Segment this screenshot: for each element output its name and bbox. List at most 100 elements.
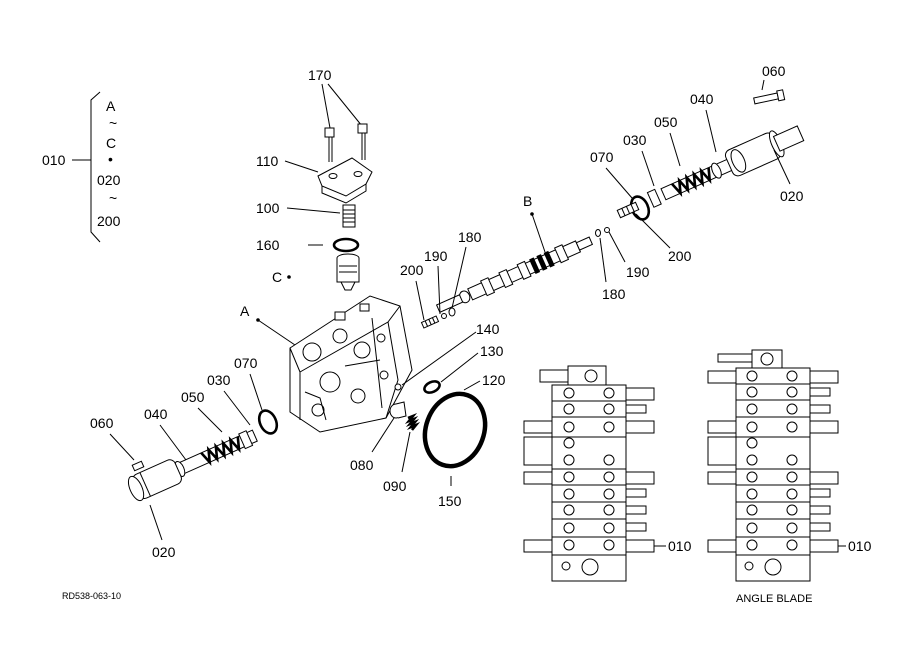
spring-090: [404, 412, 421, 431]
leader-040-left: [159, 424, 187, 461]
label-160: 160: [256, 237, 280, 253]
label-140: 140: [476, 321, 500, 337]
legend-tilde-1: ~: [109, 115, 117, 131]
seal-parts: 140 130 120: [394, 321, 506, 394]
leader-060-right: [761, 79, 765, 91]
label-050-right: 050: [654, 114, 678, 130]
marker-c: C: [272, 269, 282, 285]
drawing-code: RD538-063-10: [62, 591, 121, 601]
valve-block-angle-blade: 010 ANGLE BLADE: [707, 349, 872, 605]
label-010-block2: 010: [848, 538, 872, 554]
bolt-060-right: [753, 89, 786, 105]
leader-110: [284, 160, 319, 173]
valve-block-standard: 010: [523, 365, 692, 582]
leader-040-right: [705, 109, 717, 153]
leader-190-left: [437, 265, 441, 315]
label-050-left: 050: [181, 389, 205, 405]
leader-180-right: [599, 237, 607, 283]
leader-060-left: [109, 433, 135, 461]
oring-160: [332, 237, 360, 253]
legend-line-200: 200: [97, 213, 121, 229]
label-200-right: 200: [668, 248, 692, 264]
leader-050-right: [669, 132, 681, 167]
plug-c: [336, 253, 360, 291]
oring-070-left: [257, 409, 279, 435]
label-120: 120: [482, 372, 506, 388]
plug-080-group: 080: [350, 401, 407, 473]
marker-c-dot: [287, 275, 291, 279]
legend-line-c: C: [106, 135, 116, 151]
marker-b: B: [523, 193, 532, 209]
legend-line-a: A: [106, 98, 116, 114]
legend-group: 010 A ~ C • 020 ~ 200: [42, 91, 121, 243]
right-end-assembly: 060 040 050 030 070 020: [590, 63, 805, 302]
spring-090-group: 090: [383, 412, 421, 494]
leader-100: [286, 207, 341, 214]
leader-020-right: [773, 149, 791, 185]
label-100: 100: [256, 200, 280, 216]
leader-130: [440, 352, 479, 383]
leader-b: [531, 213, 546, 253]
label-170: 170: [308, 67, 332, 83]
marker-a: A: [240, 303, 250, 319]
legend-ref-label: 010: [42, 152, 66, 168]
label-180-left: 180: [458, 229, 482, 245]
leader-070-left: [249, 373, 263, 411]
oring-150: [422, 391, 488, 469]
left-end-assembly: 070 030 050 040 060 020: [90, 355, 279, 560]
label-200-left: 200: [400, 262, 424, 278]
oring-150-group: 150: [422, 391, 488, 509]
caption-angle-blade: ANGLE BLADE: [736, 593, 812, 605]
legend-tilde-2: ~: [109, 190, 117, 206]
leader-a: [257, 319, 296, 346]
valve-body-a: A: [240, 295, 413, 433]
oring-130: [423, 380, 441, 394]
leader-120: [463, 380, 481, 391]
leader-030-right: [641, 150, 655, 187]
leader-070-right: [605, 167, 633, 199]
bolt-170-right: [357, 123, 368, 160]
label-110: 110: [256, 153, 279, 169]
ball-140: [394, 383, 402, 391]
label-070-right: 070: [590, 149, 614, 165]
leader-170b: [327, 83, 363, 127]
label-080: 080: [350, 457, 374, 473]
label-070-left: 070: [234, 355, 258, 371]
label-130: 130: [480, 343, 504, 359]
label-060-right: 060: [762, 63, 786, 79]
label-190-right: 190: [626, 264, 650, 280]
label-020-right: 020: [780, 188, 804, 204]
plate-110: [317, 157, 373, 197]
label-010-block1: 010: [668, 538, 692, 554]
leader-030-left: [223, 390, 251, 426]
leader-180-left: [451, 246, 467, 309]
leader-140: [401, 331, 477, 386]
leader-050-left: [197, 407, 223, 433]
label-150: 150: [438, 493, 462, 509]
legend-line-020: 020: [97, 172, 121, 188]
leader-200-left: [415, 280, 425, 321]
leader-090: [401, 431, 411, 473]
label-040-left: 040: [144, 406, 168, 422]
leader-170a: [321, 83, 331, 129]
leader-080: [371, 417, 395, 453]
spool-b: B: [435, 193, 594, 313]
label-030-right: 030: [623, 132, 647, 148]
label-180-right: 180: [602, 286, 626, 302]
label-040-right: 040: [690, 91, 714, 107]
label-090: 090: [383, 478, 407, 494]
fitting-100: [342, 204, 356, 228]
legend-dot: •: [108, 151, 113, 167]
label-060-left: 060: [90, 415, 114, 431]
label-030-left: 030: [207, 372, 231, 388]
legend-bracket: [90, 91, 101, 243]
label-190-left: 190: [424, 248, 448, 264]
bolt-170-left: [324, 127, 335, 162]
leader-020-left: [149, 504, 163, 541]
label-020-left: 020: [152, 544, 176, 560]
top-assembly: 170 110 100 160: [256, 67, 373, 291]
leader-190-right: [608, 231, 626, 263]
leader-200-right: [635, 213, 671, 249]
left-small-parts: 200 190 180: [400, 229, 482, 329]
